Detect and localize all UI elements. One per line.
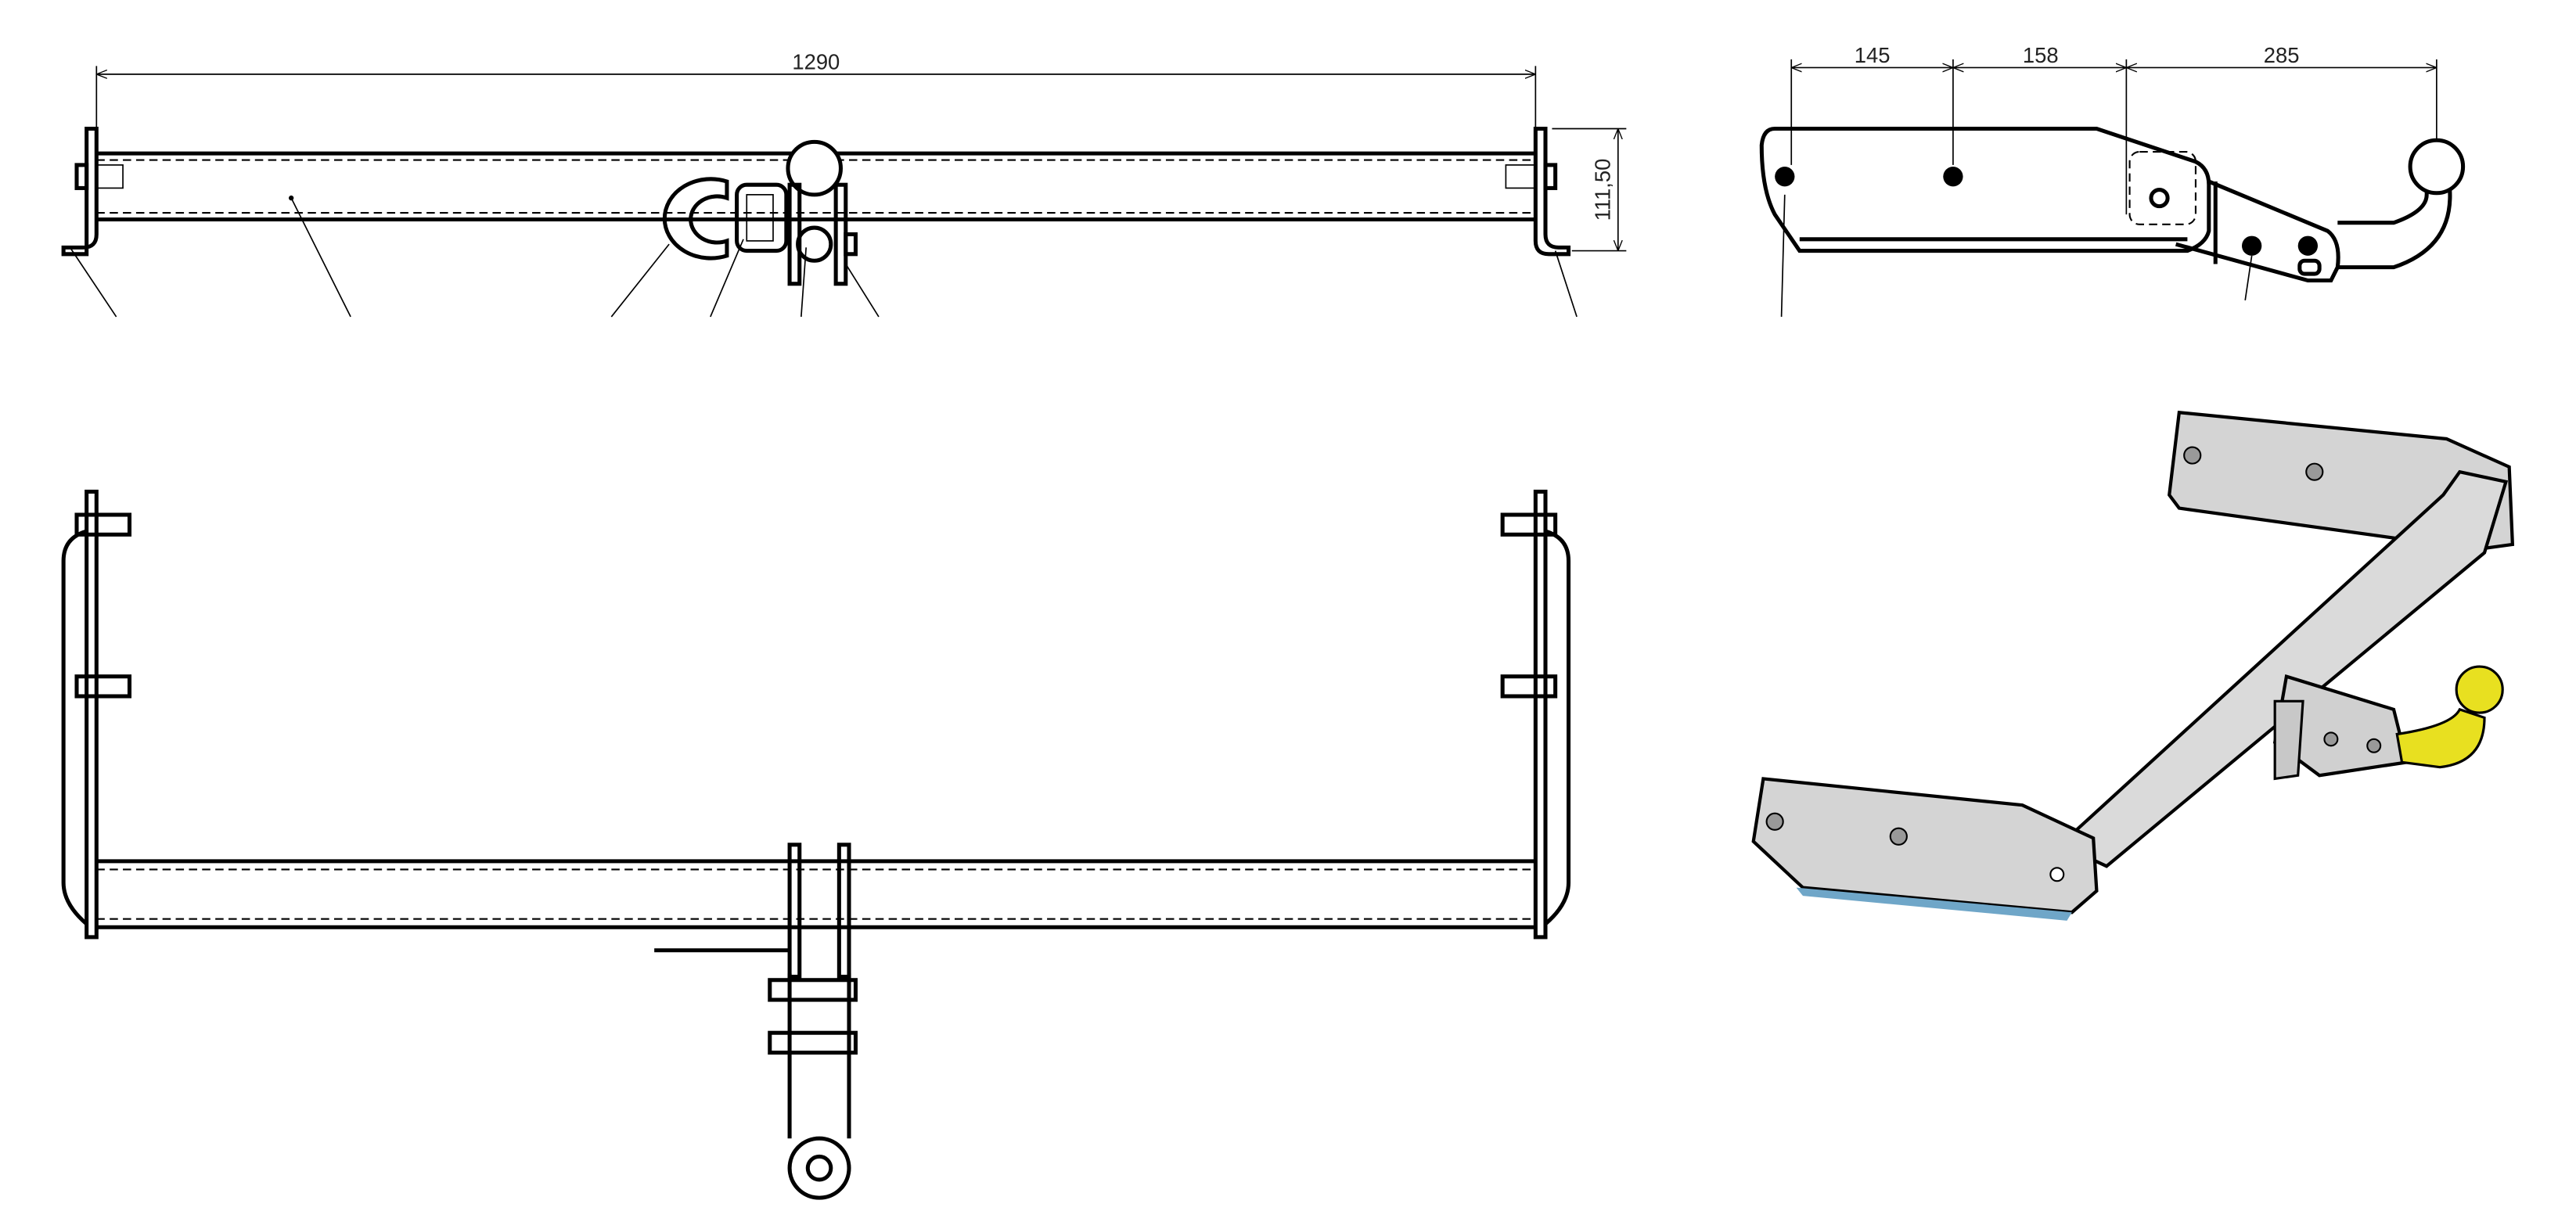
isometric-view bbox=[1751, 410, 2515, 921]
tow-ball-iso bbox=[2455, 665, 2504, 714]
height-dimension: 111,50 bbox=[1552, 128, 1627, 252]
dimension-111-50: 111,50 bbox=[1590, 159, 1614, 221]
drawbar bbox=[654, 843, 858, 1200]
dimension-145: 145 bbox=[1855, 43, 1891, 67]
dimension-285: 285 bbox=[2264, 43, 2300, 67]
dimension-158: 158 bbox=[2023, 43, 2059, 67]
dimension-1290: 1290 bbox=[792, 50, 840, 74]
right-bracket bbox=[1500, 489, 1571, 940]
leader-lines bbox=[69, 197, 1578, 318]
right-end-plate bbox=[1505, 126, 1571, 257]
width-dimension: 1290 bbox=[95, 50, 1537, 153]
side-dimensions: 145 158 285 bbox=[1790, 43, 2437, 215]
plan-view bbox=[61, 489, 1571, 1200]
tow-ball bbox=[786, 139, 858, 286]
front-view: 1290 111,50 bbox=[61, 50, 1627, 318]
left-bracket bbox=[61, 489, 132, 940]
left-end-plate bbox=[61, 126, 124, 257]
socket-bracket bbox=[662, 177, 789, 261]
side-view: 145 158 285 bbox=[1759, 43, 2466, 317]
